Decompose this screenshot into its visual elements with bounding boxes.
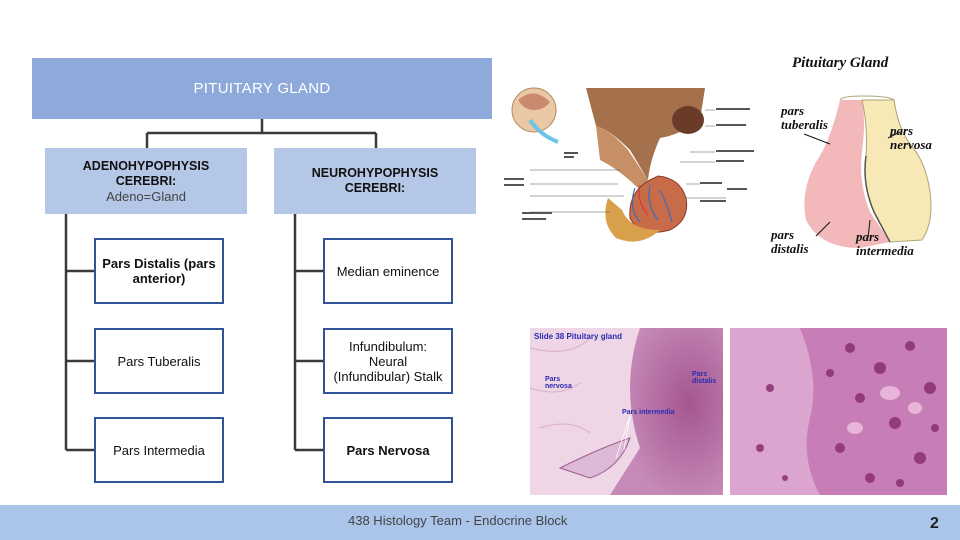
footer-text: 438 Histology Team - Endocrine Block <box>348 513 568 528</box>
histology-label-distalis: Pars distalis <box>692 371 717 385</box>
label-pars-distalis: pars distalis <box>771 227 809 256</box>
label-pars-tuberalis: pars tuberalis <box>781 103 828 132</box>
node-infundibulum: Infundibulum: Neural (Infundibular) Stal… <box>323 328 453 394</box>
node-pars-nervosa: Pars Nervosa <box>323 417 453 483</box>
node-pars-distalis: Pars Distalis (pars anterior) <box>94 238 224 304</box>
node-pars-intermedia: Pars Intermedia <box>94 417 224 483</box>
label-pars-nervosa: pars nervosa <box>890 123 932 152</box>
label-pars-intermedia: pars intermedia <box>856 229 914 258</box>
node-pars-tuberalis: Pars Tuberalis <box>94 328 224 394</box>
schematic-title: Pituitary Gland <box>792 55 889 71</box>
histology-label-nervosa: Pars nervosa <box>545 376 572 390</box>
chart-title: PITUITARY GLAND <box>32 58 492 119</box>
anatomy-illustration <box>500 80 762 248</box>
histology-slide-low-mag <box>530 328 723 495</box>
histology-slide-high-mag <box>730 328 947 495</box>
histology-slide-title: Slide 38 Pituitary gland <box>534 332 623 341</box>
pituitary-schematic <box>770 52 950 262</box>
neuro-line1: NEUROHYPOPHYSIS <box>311 166 439 180</box>
histology-label-intermedia: Pars intermedia <box>622 409 675 416</box>
adeno-line1: ADENOHYPOPHYSIS <box>82 158 210 173</box>
node-median-eminence: Median eminence <box>323 238 453 304</box>
footer-bar <box>0 505 960 540</box>
neuro-line2: CEREBRI: <box>344 181 406 195</box>
page-number: 2 <box>930 515 939 532</box>
neurohypophysis-box: NEUROHYPOPHYSIS CEREBRI: <box>274 148 476 214</box>
adeno-line2: CEREBRI: <box>115 173 177 188</box>
adenohypophysis-box: ADENOHYPOPHYSIS CEREBRI: Adeno=Gland <box>45 148 247 214</box>
adeno-line3: Adeno=Gland <box>106 188 186 204</box>
